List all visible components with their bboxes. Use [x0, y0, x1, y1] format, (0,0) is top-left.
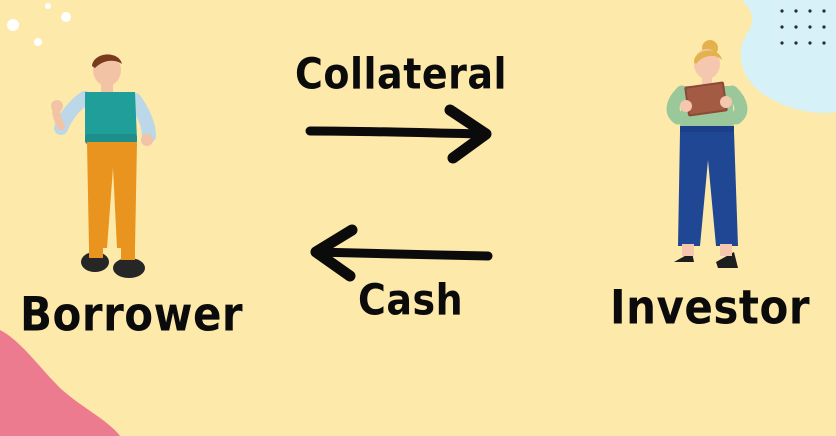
investor-label: Investor — [610, 280, 811, 335]
collateral-label: Collateral — [295, 49, 508, 99]
person-pointing-icon — [51, 54, 156, 278]
decor-dots-top-left — [7, 3, 71, 46]
borrower-label: Borrower — [20, 287, 244, 342]
decor-blob-blue — [740, 0, 836, 114]
decor-dot-grid — [780, 9, 826, 45]
arrow-left-icon — [310, 224, 493, 282]
person-reading-icon — [666, 40, 748, 268]
cash-label: Cash — [358, 275, 464, 325]
decor-blob-pink — [0, 330, 120, 436]
arrow-right-icon — [305, 104, 492, 164]
